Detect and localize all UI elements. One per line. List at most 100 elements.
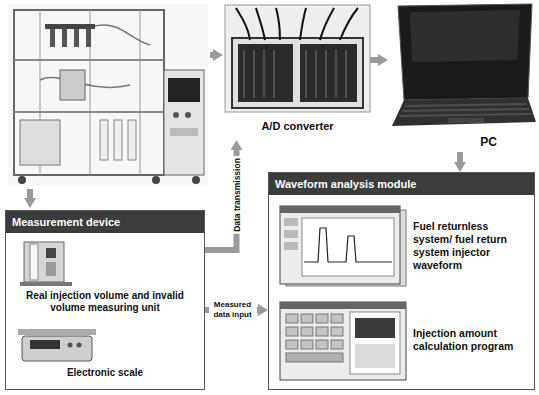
- waveform-screenshot: [284, 218, 298, 226]
- calculation-screenshot: [355, 344, 395, 368]
- test-bench-photo: [140, 10, 141, 175]
- module-panel: Waveform analysis moduleFuel returnless …: [268, 172, 535, 390]
- ad-converter-photo: [300, 8, 306, 40]
- calculation-screenshot: [316, 340, 328, 349]
- waveform-screenshot: [284, 242, 298, 250]
- ad-converter-photo: [326, 50, 327, 98]
- calculation-screenshot: [280, 302, 406, 309]
- test-bench-photo: [173, 112, 179, 118]
- test-bench-photo: [168, 78, 200, 102]
- calculation-screenshot: [280, 302, 406, 380]
- test-bench-photo: [8, 4, 208, 186]
- laptop-photo: [398, 4, 532, 100]
- ad-converter-photo: [320, 8, 334, 40]
- ad-converter-photo: [316, 50, 317, 98]
- laptop-photo: [410, 10, 520, 62]
- calculation-screenshot: [316, 327, 328, 336]
- flow-arrow: [457, 152, 463, 163]
- electronic-scale-photo: [68, 343, 73, 348]
- test-bench-photo: [50, 29, 55, 47]
- test-bench-photo: [14, 10, 164, 175]
- test-bench-photo: [18, 176, 26, 184]
- electronic-scale-photo: [30, 340, 60, 349]
- laptop-photo: [392, 4, 536, 126]
- edge-label: Data transmission: [231, 156, 243, 234]
- node-label: A/D converter: [225, 119, 370, 133]
- node-label: Electronic scale: [10, 367, 200, 379]
- waveform-screenshot: [280, 206, 406, 286]
- laptop-photo: [402, 109, 529, 111]
- test-bench-photo: [60, 70, 85, 100]
- test-bench-photo: [62, 29, 67, 47]
- calculation-screenshot: [331, 314, 343, 323]
- laptop-photo: [399, 114, 532, 116]
- ad-converter-photo: [256, 8, 265, 40]
- ad-converter-photo: [232, 38, 363, 108]
- device-item: Real injection volume and invalid volume…: [10, 238, 200, 322]
- test-bench-photo: [164, 70, 204, 175]
- ad-converter-photo: [254, 50, 255, 98]
- test-bench-photo: [8, 4, 208, 186]
- test-bench-photo: [100, 120, 108, 160]
- ad-converter-photo: [225, 5, 370, 112]
- ad-converter-photo: [244, 50, 245, 98]
- waveform-screenshot: [284, 230, 298, 238]
- flow-arrow: [370, 57, 379, 63]
- flow-arrow: [27, 189, 33, 199]
- calculation-screenshot: [301, 314, 313, 323]
- edge-label: Measured data input: [209, 299, 257, 321]
- waveform-screenshot: [302, 218, 394, 276]
- calculation-screenshot: [301, 327, 313, 336]
- calculation-screenshot: [355, 318, 395, 338]
- panel-heading: Measurement device: [6, 211, 204, 233]
- calculation-screenshot: [280, 302, 406, 380]
- ad-converter-photo: [238, 44, 293, 102]
- test-bench-photo: [14, 111, 164, 113]
- calculation-screenshot: [331, 340, 343, 349]
- calculation-screenshot: [331, 327, 343, 336]
- test-bench-photo: [152, 176, 160, 184]
- node-label: Fuel returnless system/ fuel return syst…: [413, 220, 526, 272]
- electronic-scale-photo: [22, 336, 92, 361]
- measuring-unit-photo: [20, 242, 72, 286]
- photo-box: A/D converter: [225, 5, 370, 140]
- test-bench-photo: [14, 59, 164, 61]
- ad-converter-photo: [274, 50, 275, 98]
- calculation-screenshot: [350, 312, 400, 374]
- test-bench-photo: [74, 29, 79, 47]
- electronic-scale-photo: [77, 343, 82, 348]
- software-item: Injection amount calculation program: [273, 295, 530, 385]
- laptop-photo: [392, 98, 536, 126]
- waveform-screenshot: [304, 228, 392, 262]
- measuring-unit-photo: [46, 248, 56, 258]
- panel-heading: Waveform analysis module: [269, 173, 534, 195]
- waveform-screenshot: [280, 206, 400, 284]
- electronic-scale-photo: [18, 329, 96, 335]
- ad-converter-photo: [225, 5, 370, 112]
- ad-converter-photo: [300, 44, 357, 102]
- ad-converter-photo: [346, 50, 347, 98]
- test-bench-photo: [185, 112, 191, 118]
- ad-converter-photo: [276, 8, 280, 40]
- test-bench-photo: [114, 120, 122, 160]
- measuring-unit-photo: [20, 282, 72, 286]
- flow-arrow: [30, 55, 214, 199]
- laptop-photo: [405, 104, 526, 106]
- waveform-screenshot: [286, 210, 406, 286]
- measuring-unit-photo: [24, 242, 64, 282]
- flow-arrow: [210, 52, 214, 58]
- measuring-unit-photo: [30, 244, 38, 280]
- software-item: Fuel returnless system/ fuel return syst…: [273, 200, 530, 292]
- test-bench-photo: [86, 29, 91, 47]
- calculation-screenshot: [301, 340, 313, 349]
- electronic-scale-photo: [18, 329, 96, 361]
- test-bench-photo: [128, 120, 136, 160]
- test-bench-photo: [45, 24, 95, 29]
- test-bench-photo: [170, 128, 198, 136]
- ad-converter-photo: [336, 50, 337, 98]
- calculation-screenshot: [286, 327, 298, 336]
- ad-converter-photo: [340, 8, 358, 40]
- calculation-screenshot: [316, 314, 328, 323]
- calculation-screenshot: [286, 340, 298, 349]
